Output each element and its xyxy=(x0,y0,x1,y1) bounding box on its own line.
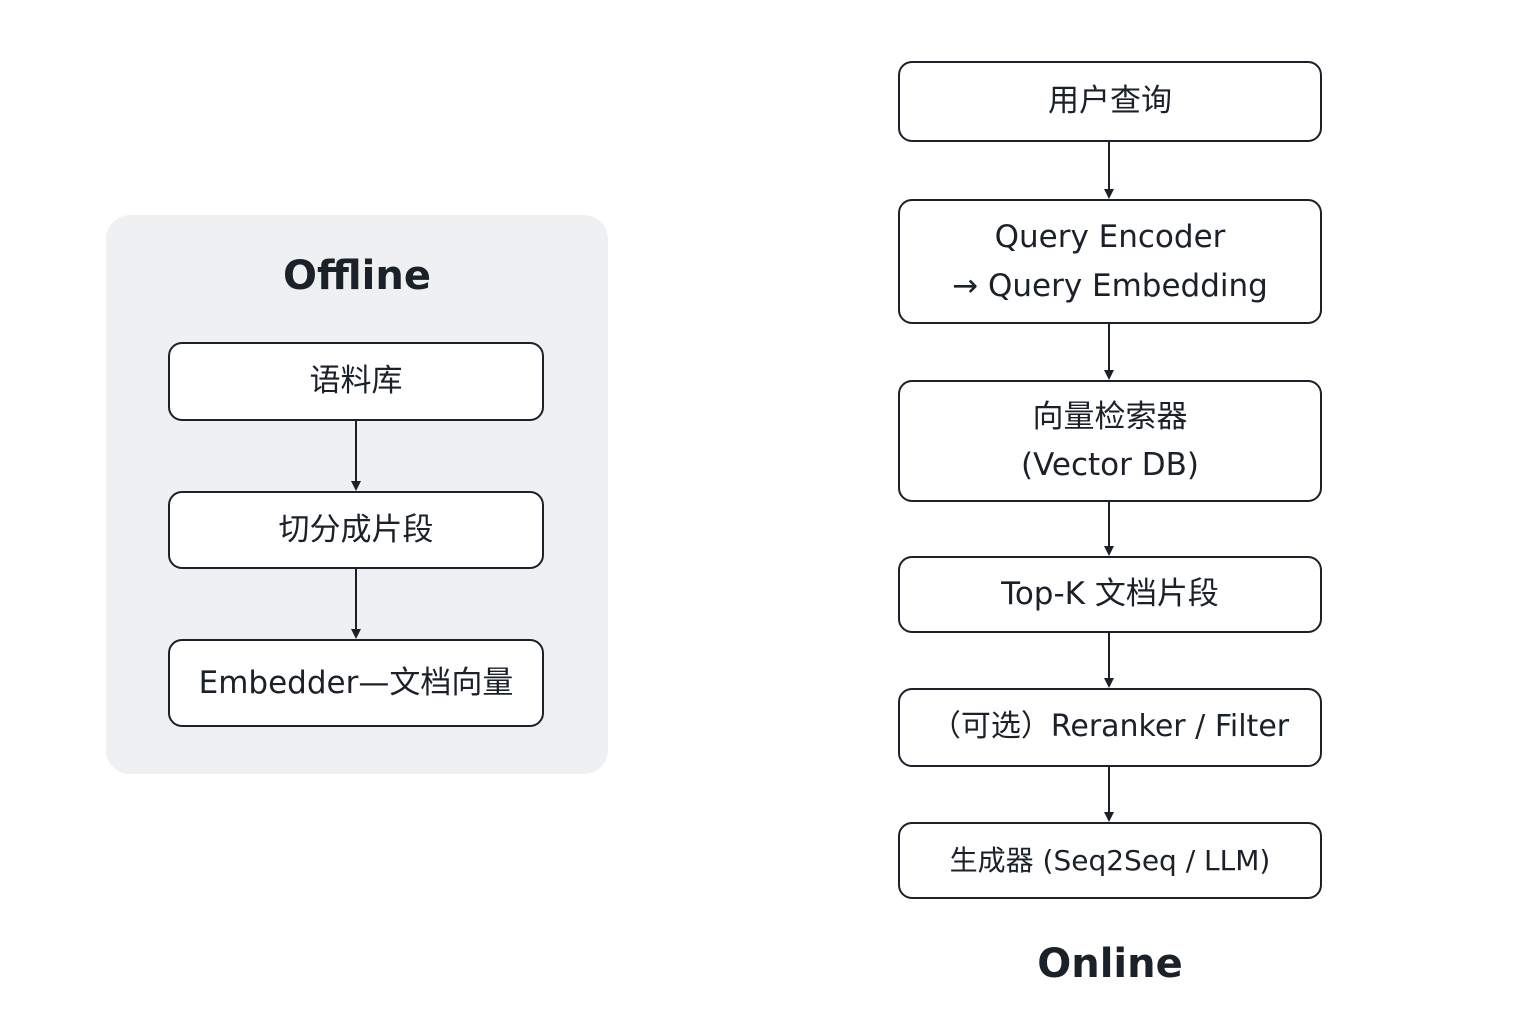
online-step-generator: 生成器 (Seq2Seq / LLM) xyxy=(898,822,1322,899)
offline-step-corpus: 语料库 xyxy=(168,342,544,421)
online-step-topk: Top-K 文档片段 xyxy=(898,556,1322,633)
offline-title: Offline xyxy=(283,253,431,299)
online-step-label: 生成器 (Seq2Seq / LLM) xyxy=(949,843,1271,877)
offline-step-embedder: Embedder—文档向量 xyxy=(168,639,544,727)
online-step-reranker: （可选）Reranker / Filter xyxy=(898,688,1322,767)
online-step-label: （可选）Reranker / Filter xyxy=(930,709,1290,745)
online-step-sublabel: (Vector DB) xyxy=(1021,447,1199,483)
online-step-user-query: 用户查询 xyxy=(898,61,1322,142)
online-step-label: 用户查询 xyxy=(1048,83,1172,120)
online-step-query-encoder: Query Encoder → Query Embedding xyxy=(898,199,1322,324)
online-step-vector-retriever: 向量检索器 (Vector DB) xyxy=(898,380,1322,502)
online-step-label: 向量检索器 xyxy=(1032,398,1188,435)
online-step-sublabel: → Query Embedding xyxy=(952,267,1268,304)
offline-step-label: 切分成片段 xyxy=(278,511,434,548)
online-step-label: Query Encoder xyxy=(994,219,1226,256)
offline-step-chunking: 切分成片段 xyxy=(168,491,544,569)
offline-step-label: Embedder—文档向量 xyxy=(198,664,514,701)
online-step-label: Top-K 文档片段 xyxy=(1001,576,1219,613)
online-title: Online xyxy=(1037,941,1183,987)
offline-step-label: 语料库 xyxy=(309,363,403,400)
